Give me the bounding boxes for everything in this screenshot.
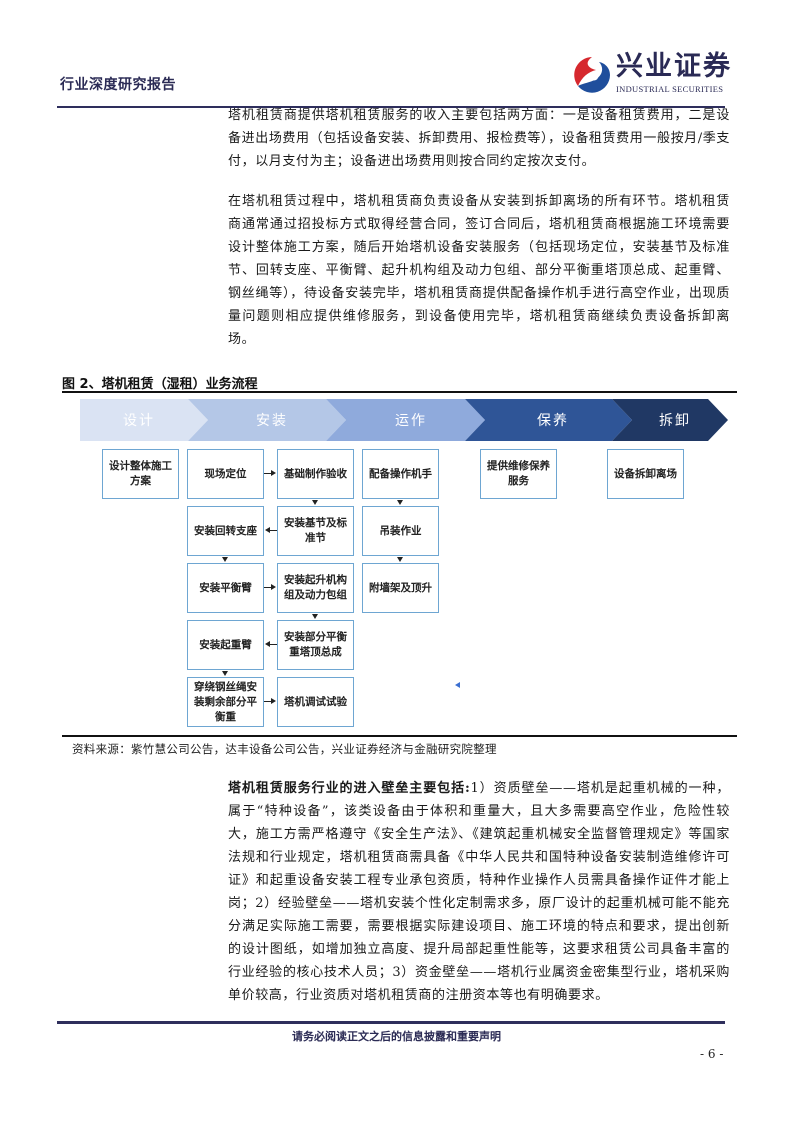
source-rule bbox=[62, 735, 737, 737]
box-hoisting-power: 安装起升机构组及动力包组 bbox=[277, 563, 354, 613]
arrow-left-icon bbox=[265, 527, 270, 533]
box-commissioning: 塔机调试试验 bbox=[277, 677, 354, 727]
stray-marker-icon bbox=[455, 682, 460, 688]
box-foundation: 基础制作验收 bbox=[277, 449, 354, 499]
box-wall-attach: 附墙架及顶升 bbox=[362, 563, 439, 613]
box-lifting: 吊装作业 bbox=[362, 506, 439, 556]
arrow-connector bbox=[264, 587, 272, 588]
header-divider bbox=[57, 106, 725, 108]
page-number: - 6 - bbox=[700, 1047, 724, 1061]
logo-name-cn: 兴业证券 bbox=[616, 51, 732, 82]
stage-operate: 运作 bbox=[395, 413, 427, 429]
arrow-connector bbox=[270, 644, 277, 645]
box-slewing-support: 安装回转支座 bbox=[187, 506, 264, 556]
arrow-connector bbox=[264, 701, 272, 702]
body-paragraph-3: 塔机租赁服务行业的进入壁垒主要包括:1）资质壁垒——塔机是起重机械的一种，属于“… bbox=[228, 777, 730, 1007]
box-counterweight-top: 安装部分平衡重塔顶总成 bbox=[277, 620, 354, 670]
arrow-right-icon bbox=[271, 470, 276, 476]
box-wire-rope: 穿绕钢丝绳安装剩余部分平衡重 bbox=[187, 677, 264, 727]
arrow-connector bbox=[270, 530, 277, 531]
arrow-down-icon bbox=[222, 557, 228, 562]
arrow-down-icon bbox=[397, 500, 403, 505]
chevron-shapes bbox=[80, 399, 728, 441]
stage-design: 设计 bbox=[123, 413, 155, 429]
arrow-connector bbox=[264, 473, 272, 474]
arrow-right-icon bbox=[271, 584, 276, 590]
arrow-down-icon bbox=[312, 614, 318, 619]
arrow-right-icon bbox=[271, 698, 276, 704]
figure-title-rule bbox=[62, 391, 737, 393]
industrial-securities-swirl-logo-icon bbox=[574, 57, 610, 93]
body-paragraph-2: 在塔机租赁过程中，塔机租赁商负责设备从安装到拆卸离场的所有环节。塔机租赁商通常通… bbox=[228, 190, 730, 351]
box-maintenance: 提供维修保养服务 bbox=[480, 449, 557, 499]
paragraph-text: 塔机租赁商提供塔机租赁服务的收入主要包括两方面：一是设备租赁费用，二是设备进出场… bbox=[228, 108, 730, 169]
paragraph-lead: 塔机租赁服务行业的进入壁垒主要包括: bbox=[228, 781, 471, 796]
process-stage-chevrons: 设计 安装 运作 保养 拆卸 bbox=[80, 399, 728, 441]
arrow-down-icon bbox=[222, 671, 228, 676]
stage-maintain: 保养 bbox=[537, 413, 569, 429]
footer-disclaimer: 请务必阅读正文之后的信息披露和重要声明 bbox=[292, 1030, 501, 1043]
company-logo: 兴业证券 INDUSTRIAL SECURITIES bbox=[572, 50, 737, 98]
body-paragraph-1: 塔机租赁商提供塔机租赁服务的收入主要包括两方面：一是设备租赁费用，二是设备进出场… bbox=[228, 104, 730, 173]
box-jib: 安装起重臂 bbox=[187, 620, 264, 670]
footer-divider bbox=[57, 1021, 725, 1024]
figure-source: 资料来源：紫竹慧公司公告，达丰设备公司公告，兴业证券经济与金融研究院整理 bbox=[72, 742, 497, 756]
box-balance-arm: 安装平衡臂 bbox=[187, 563, 264, 613]
arrow-left-icon bbox=[265, 641, 270, 647]
box-operator: 配备操作机手 bbox=[362, 449, 439, 499]
box-design-plan: 设计整体施工方案 bbox=[102, 449, 179, 499]
stage-dismantle: 拆卸 bbox=[659, 413, 691, 429]
stage-install: 安装 bbox=[256, 413, 288, 429]
paragraph-text: 在塔机租赁过程中，塔机租赁商负责设备从安装到拆卸离场的所有环节。塔机租赁商通常通… bbox=[228, 194, 730, 347]
paragraph-text: 1）资质壁垒——塔机是起重机械的一种，属于“特种设备”，该类设备由于体积和重量大… bbox=[228, 781, 730, 1003]
box-base-standard-section: 安装基节及标准节 bbox=[277, 506, 354, 556]
box-site-positioning: 现场定位 bbox=[187, 449, 264, 499]
arrow-down-icon bbox=[397, 557, 403, 562]
logo-name-en: INDUSTRIAL SECURITIES bbox=[616, 84, 724, 94]
report-type-label: 行业深度研究报告 bbox=[60, 77, 176, 93]
box-dismantle: 设备拆卸离场 bbox=[607, 449, 684, 499]
arrow-down-icon bbox=[312, 500, 318, 505]
figure-title: 图 2、塔机租赁（湿租）业务流程 bbox=[62, 377, 258, 392]
